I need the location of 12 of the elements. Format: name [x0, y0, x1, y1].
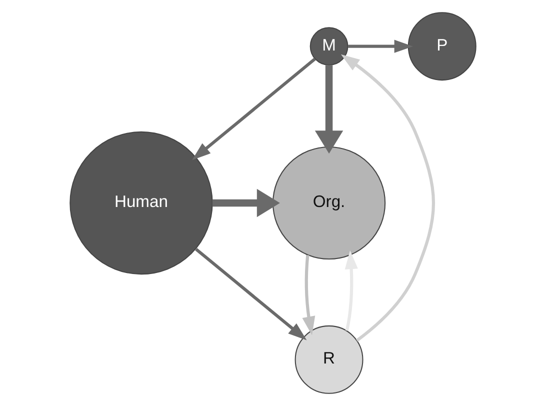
node-circle: P [408, 12, 476, 81]
arrow [340, 54, 436, 342]
arrow [192, 58, 316, 160]
arrow [348, 40, 414, 53]
arrow [314, 65, 344, 154]
arrow [302, 254, 316, 336]
arrow [195, 248, 307, 340]
node-circle: M [310, 27, 348, 66]
arrow [344, 250, 358, 331]
node-circle: R [294, 325, 364, 394]
node-circle: Org. [272, 146, 386, 260]
arrow [212, 188, 280, 218]
